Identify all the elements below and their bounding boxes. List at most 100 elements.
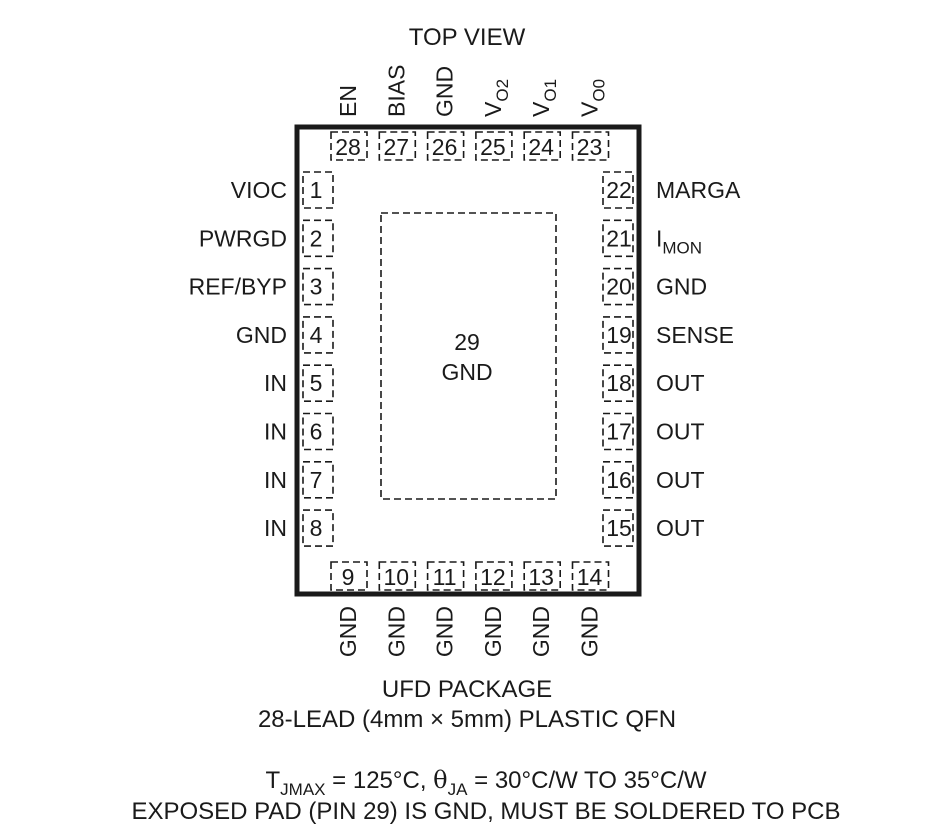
theta-symbol: θ [433,766,447,794]
pin-pad-14 [571,561,610,591]
tj-subscript: JMAX [280,780,325,799]
pin-label-main: REF/BYP [189,274,287,300]
pin-number-25: 25 [480,134,506,160]
pin-label-11: GND [432,606,458,657]
pin-label-main: OUT [656,419,705,445]
theta-subscript: JA [448,780,469,799]
pin-label-22: MARGA [656,177,741,203]
pin-label-5: IN [264,370,287,396]
pin-pad-6 [302,412,334,451]
pin-label-21: IMON [656,225,702,257]
pin-label-2: PWRGD [199,225,287,251]
pin-label-15: OUT [656,515,705,541]
exposed-pad-number: 29 [454,329,480,355]
pin-label-main: OUT [656,370,705,396]
pin-label-8: IN [264,515,287,541]
pin-number-21: 21 [606,225,632,251]
pin-number-19: 19 [606,322,632,348]
pin-number-4: 4 [310,322,323,348]
pin-label-1: VIOC [231,177,287,203]
pin-pad-11 [426,561,465,591]
pin-label-27: BIAS [383,65,409,117]
pin-pad-25 [475,131,513,161]
tj-value: = 125°C, [326,767,434,794]
pin-label-main: GND [656,274,707,300]
pin-label-main: I [656,225,662,251]
pin-number-17: 17 [606,419,632,445]
pin-label-main: GND [480,606,506,657]
pin-number-7: 7 [310,467,323,493]
pin-number-13: 13 [528,564,554,590]
pin-label-main: IN [264,419,287,445]
pin-label-main: GND [528,606,554,657]
pin-label-14: GND [577,606,603,657]
pin-pad-3 [302,267,334,306]
pin-label-main: GND [236,322,287,348]
pin-pad-13 [523,561,562,591]
theta-value: = 30°C/W TO 35°C/W [467,767,706,794]
pin-label-main: MARGA [656,177,741,203]
pin-number-15: 15 [606,515,632,541]
pin-label-10: GND [383,606,409,657]
pin-pad-21 [602,219,634,258]
pin-number-5: 5 [310,370,323,396]
pin-number-9: 9 [342,564,355,590]
pin-pad-27 [378,131,417,161]
pin-label-17: OUT [656,419,705,445]
pin-pad-9 [330,561,368,591]
pin-label-main: VIOC [231,177,287,203]
pin-label-23: VO0 [577,79,609,117]
pin-label-main: IN [264,515,287,541]
pin-pad-4 [302,316,334,354]
pin-number-2: 2 [310,225,323,251]
pin-pad-7 [302,460,334,499]
pin-label-7: IN [264,467,287,493]
pin-pad-2 [302,219,334,258]
pin-label-6: IN [264,419,287,445]
pin-pad-24 [523,131,562,161]
pin-pad-23 [571,131,610,161]
exposed-pad [380,212,557,500]
pin-number-14: 14 [577,564,603,590]
pin-number-24: 24 [528,134,554,160]
pin-pad-19 [602,316,634,354]
pin-label-3: REF/BYP [189,274,287,300]
pin-label-20: GND [656,274,707,300]
pin-number-8: 8 [310,515,323,541]
pin-label-main: GND [577,606,603,657]
pin-label-subscript: O0 [590,79,609,102]
view-title: TOP VIEW [409,24,526,51]
tj-symbol: T [265,767,280,794]
thermal-spec: TJMAX = 125°C, θJA = 30°C/W TO 35°C/W [265,766,706,799]
pin-pad-10 [378,561,417,591]
pin-number-28: 28 [335,134,361,160]
pin-label-subscript: O1 [541,79,560,102]
exposed-pad-label: GND [441,359,492,385]
pin-number-22: 22 [606,177,632,203]
pin-label-main: IN [264,370,287,396]
pin-pad-26 [426,131,465,161]
pin-number-20: 20 [606,274,632,300]
pin-number-12: 12 [480,564,506,590]
package-body [294,124,642,597]
pin-label-subscript: O2 [493,79,512,102]
pin-pad-18 [602,364,634,403]
pin-pad-12 [475,561,513,591]
pin-label-main: SENSE [656,322,734,348]
pin-pad-5 [302,364,334,403]
pin-label-main: PWRGD [199,225,287,251]
exposed-pad-note: EXPOSED PAD (PIN 29) IS GND, MUST BE SOL… [131,798,840,825]
pin-label-24: VO1 [528,79,560,117]
pin-label-9: GND [335,606,361,657]
pin-number-27: 27 [384,134,410,160]
pin-pad-22 [602,171,634,209]
pin-label-main: OUT [656,515,705,541]
pin-label-4: GND [236,322,287,348]
pin-number-18: 18 [606,370,632,396]
pin-label-16: OUT [656,467,705,493]
pin-number-26: 26 [432,134,458,160]
pin-pad-8 [302,509,334,547]
pin-pad-20 [602,267,634,306]
pin-number-10: 10 [384,564,410,590]
